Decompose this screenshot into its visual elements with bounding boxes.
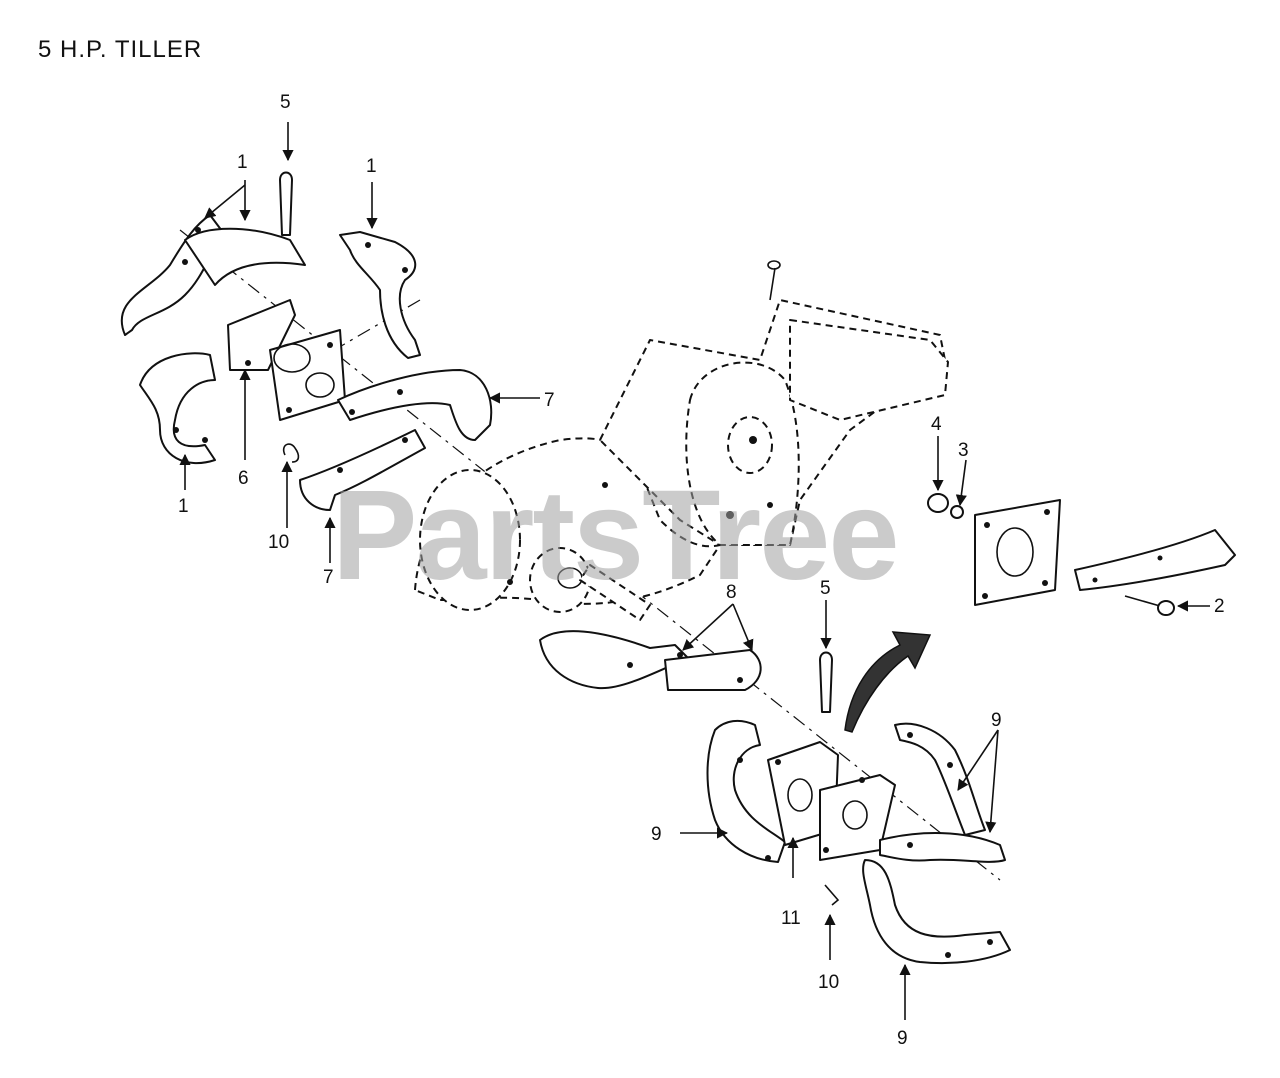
- callout-9-right: 9: [991, 710, 1002, 731]
- callout-7-bottom: 7: [323, 567, 334, 588]
- callout-9-left: 9: [651, 824, 662, 845]
- callout-11: 11: [781, 908, 801, 929]
- bolt-part-2: [1124, 595, 1175, 616]
- pin-part-5-left: [279, 171, 293, 236]
- callout-1-bottom-left: 1: [178, 496, 189, 517]
- callout-1-top-right: 1: [366, 156, 377, 177]
- callout-2: 2: [1214, 596, 1225, 617]
- callout-6: 6: [238, 468, 249, 489]
- transmission-housing: [414, 260, 949, 621]
- callout-7-right: 7: [544, 390, 555, 411]
- callout-10-left: 10: [268, 532, 289, 553]
- callout-9-bottom: 9: [897, 1028, 908, 1049]
- callout-5-top: 5: [280, 92, 291, 113]
- callout-8: 8: [726, 582, 737, 603]
- pin-part-5-right: [819, 651, 833, 713]
- right-tines: [539, 630, 1011, 965]
- callout-1-top-left: 1: [237, 152, 248, 173]
- watermark: PartsTree: [332, 464, 899, 607]
- drag-bar: [1074, 529, 1236, 591]
- callout-3: 3: [958, 440, 969, 461]
- callout-labels: 5 1 1 1 6 7 7 10 4 3 2 5 8 9 9 11 10 9: [178, 92, 1225, 1049]
- nut-part-4: [927, 493, 964, 519]
- left-tines: [120, 214, 493, 511]
- callout-4: 4: [931, 414, 942, 435]
- mounting-plate: [974, 499, 1061, 606]
- leader-lines: [179, 122, 1210, 1020]
- rotation-arrow-icon: [844, 631, 932, 733]
- callout-5-right: 5: [820, 578, 831, 599]
- diagram-title: 5 H.P. TILLER: [38, 36, 203, 63]
- callout-10-bottom: 10: [818, 972, 839, 993]
